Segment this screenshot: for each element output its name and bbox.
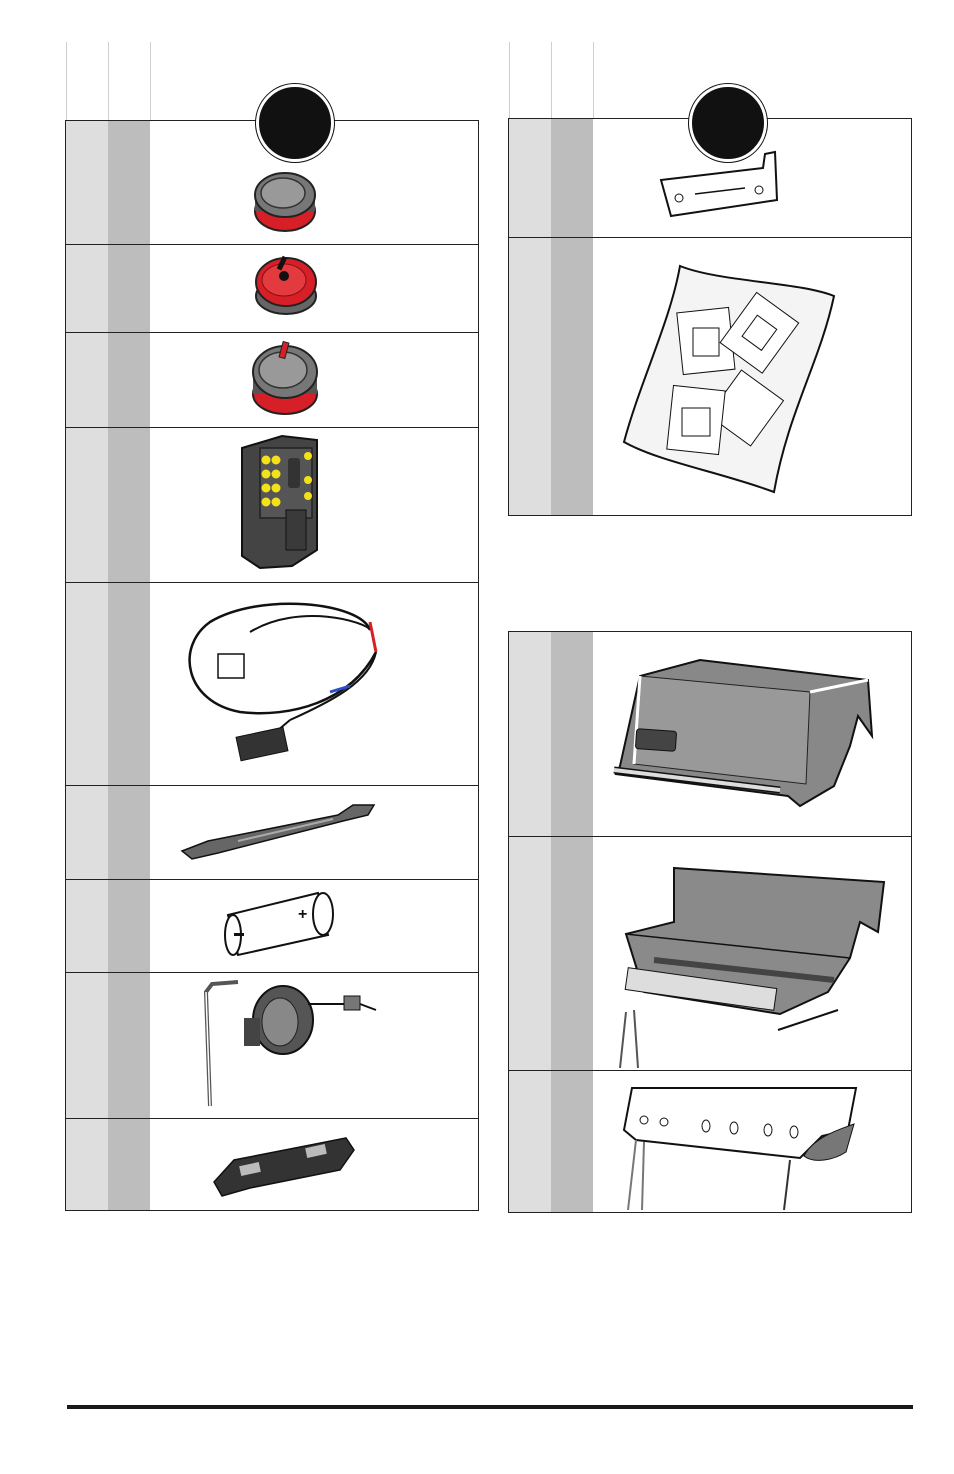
row-divider [66, 427, 478, 428]
bracket-clip-icon [213, 1137, 355, 1197]
cookbox-icon [619, 866, 886, 1069]
svg-text:+: + [298, 906, 307, 923]
row-divider [66, 972, 478, 973]
control-knob-red-icon [255, 255, 317, 315]
manifold-panel-icon [622, 1087, 858, 1210]
row-divider [66, 879, 478, 880]
footer-rule [67, 1405, 913, 1409]
row-divider [66, 244, 478, 245]
control-knob-gray-icon [254, 172, 316, 232]
header-guide [108, 42, 109, 120]
column-key [66, 121, 108, 1210]
header-guide [551, 42, 552, 118]
row-divider [66, 332, 478, 333]
header-guide [150, 42, 151, 120]
row-divider [509, 237, 911, 238]
mounting-bracket-icon [659, 150, 779, 218]
row-divider [509, 836, 911, 837]
column-qty [551, 632, 593, 1212]
meat-probe-icon [203, 980, 377, 1107]
column-qty [108, 121, 150, 1210]
row-divider [66, 1118, 478, 1119]
control-knob-large-icon [252, 340, 318, 415]
hardware-bag-icon [622, 264, 836, 494]
header-guide [66, 42, 67, 120]
header-guide [593, 42, 594, 118]
section-marker-right [689, 84, 767, 162]
column-qty [551, 119, 593, 515]
ignition-module-icon [241, 434, 318, 570]
battery-icon: + [224, 891, 334, 957]
tool-lever-icon [180, 804, 376, 860]
row-divider [66, 582, 478, 583]
column-key [509, 119, 551, 515]
row-divider [66, 785, 478, 786]
column-key [509, 632, 551, 1212]
grill-lid-icon [613, 658, 874, 808]
header-guide [509, 42, 510, 118]
section-marker-left [256, 84, 334, 162]
row-divider [509, 1070, 911, 1071]
wire-harness-icon [188, 602, 378, 762]
